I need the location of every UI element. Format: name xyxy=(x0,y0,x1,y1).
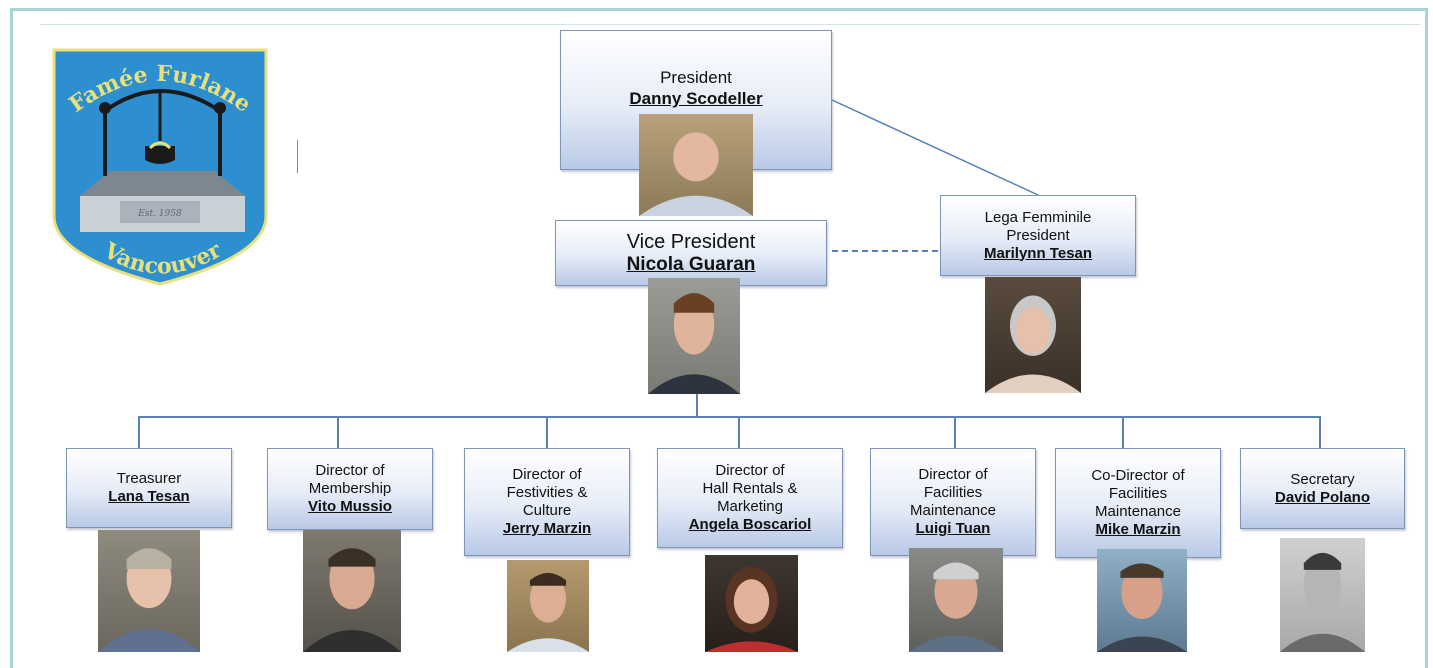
drop-7 xyxy=(1319,416,1321,448)
director-box-hall-rentals: Director of Hall Rentals & Marketing Ang… xyxy=(657,448,843,548)
director-name: David Polano xyxy=(1274,488,1371,506)
famee-furlane-logo: Famée Furlane Vancouver Est. 1958 xyxy=(50,46,270,288)
director-name: Lana Tesan xyxy=(108,488,190,505)
director-title: Secretary xyxy=(1290,470,1355,488)
director-photo-co-facilities xyxy=(1097,549,1187,652)
text-cursor xyxy=(297,140,298,173)
vice-president-box: Vice President Nicola Guaran xyxy=(555,220,827,286)
director-name: Mike Marzin xyxy=(1095,521,1181,538)
lega-title: Lega Femminile President xyxy=(984,208,1092,244)
vice-president-name: Nicola Guaran xyxy=(626,253,756,275)
director-box-facilities: Director of Facilities Maintenance Luigi… xyxy=(870,448,1036,556)
connector-president-lega xyxy=(831,99,1039,196)
director-photo-facilities xyxy=(909,548,1003,652)
director-box-co-facilities: Co-Director of Facilities Maintenance Mi… xyxy=(1055,448,1221,558)
lega-president-box: Lega Femminile President Marilynn Tesan xyxy=(940,195,1136,276)
drop-1 xyxy=(138,416,140,448)
drop-5 xyxy=(954,416,956,448)
director-name: Jerry Marzin xyxy=(502,520,592,537)
president-name: Danny Scodeller xyxy=(629,89,763,108)
director-box-festivities: Director of Festivities & Culture Jerry … xyxy=(464,448,630,556)
director-photo-hall-rentals xyxy=(705,555,798,652)
director-name: Vito Mussio xyxy=(308,498,392,515)
director-title: Director of Facilities Maintenance xyxy=(910,466,996,519)
svg-text:Est. 1958: Est. 1958 xyxy=(137,209,182,219)
director-name: Angela Boscariol xyxy=(688,516,812,533)
director-photo-membership xyxy=(303,530,401,652)
connector-directors-bus xyxy=(138,416,1320,418)
top-divider xyxy=(40,24,1420,25)
lega-name: Marilynn Tesan xyxy=(983,244,1093,262)
drop-2 xyxy=(337,416,339,448)
drop-4 xyxy=(738,416,740,448)
page-frame xyxy=(10,8,1428,668)
director-title: Director of Hall Rentals & Marketing xyxy=(702,462,798,515)
director-title: Director of Membership xyxy=(308,462,392,497)
connector-vp-down xyxy=(696,394,698,416)
drop-6 xyxy=(1122,416,1124,448)
vice-president-title: Vice President xyxy=(626,230,756,253)
connector-vp-lega-dashed xyxy=(832,250,938,252)
lega-president-photo xyxy=(985,277,1081,393)
director-title: Treasurer xyxy=(116,470,182,487)
director-title: Director of Festivities & Culture xyxy=(506,466,588,519)
director-name: Luigi Tuan xyxy=(915,520,991,537)
director-photo-festivities xyxy=(507,560,589,652)
president-title: President xyxy=(660,68,732,87)
director-box-membership: Director of Membership Vito Mussio xyxy=(267,448,433,530)
vice-president-photo xyxy=(648,278,740,394)
director-box-secretary: Secretary David Polano xyxy=(1240,448,1405,529)
director-photo-treasurer xyxy=(98,530,200,652)
director-box-treasurer: Treasurer Lana Tesan xyxy=(66,448,232,528)
drop-3 xyxy=(546,416,548,448)
president-photo xyxy=(639,114,753,216)
director-photo-secretary xyxy=(1280,538,1365,652)
director-title: Co-Director of Facilities Maintenance xyxy=(1091,467,1185,520)
